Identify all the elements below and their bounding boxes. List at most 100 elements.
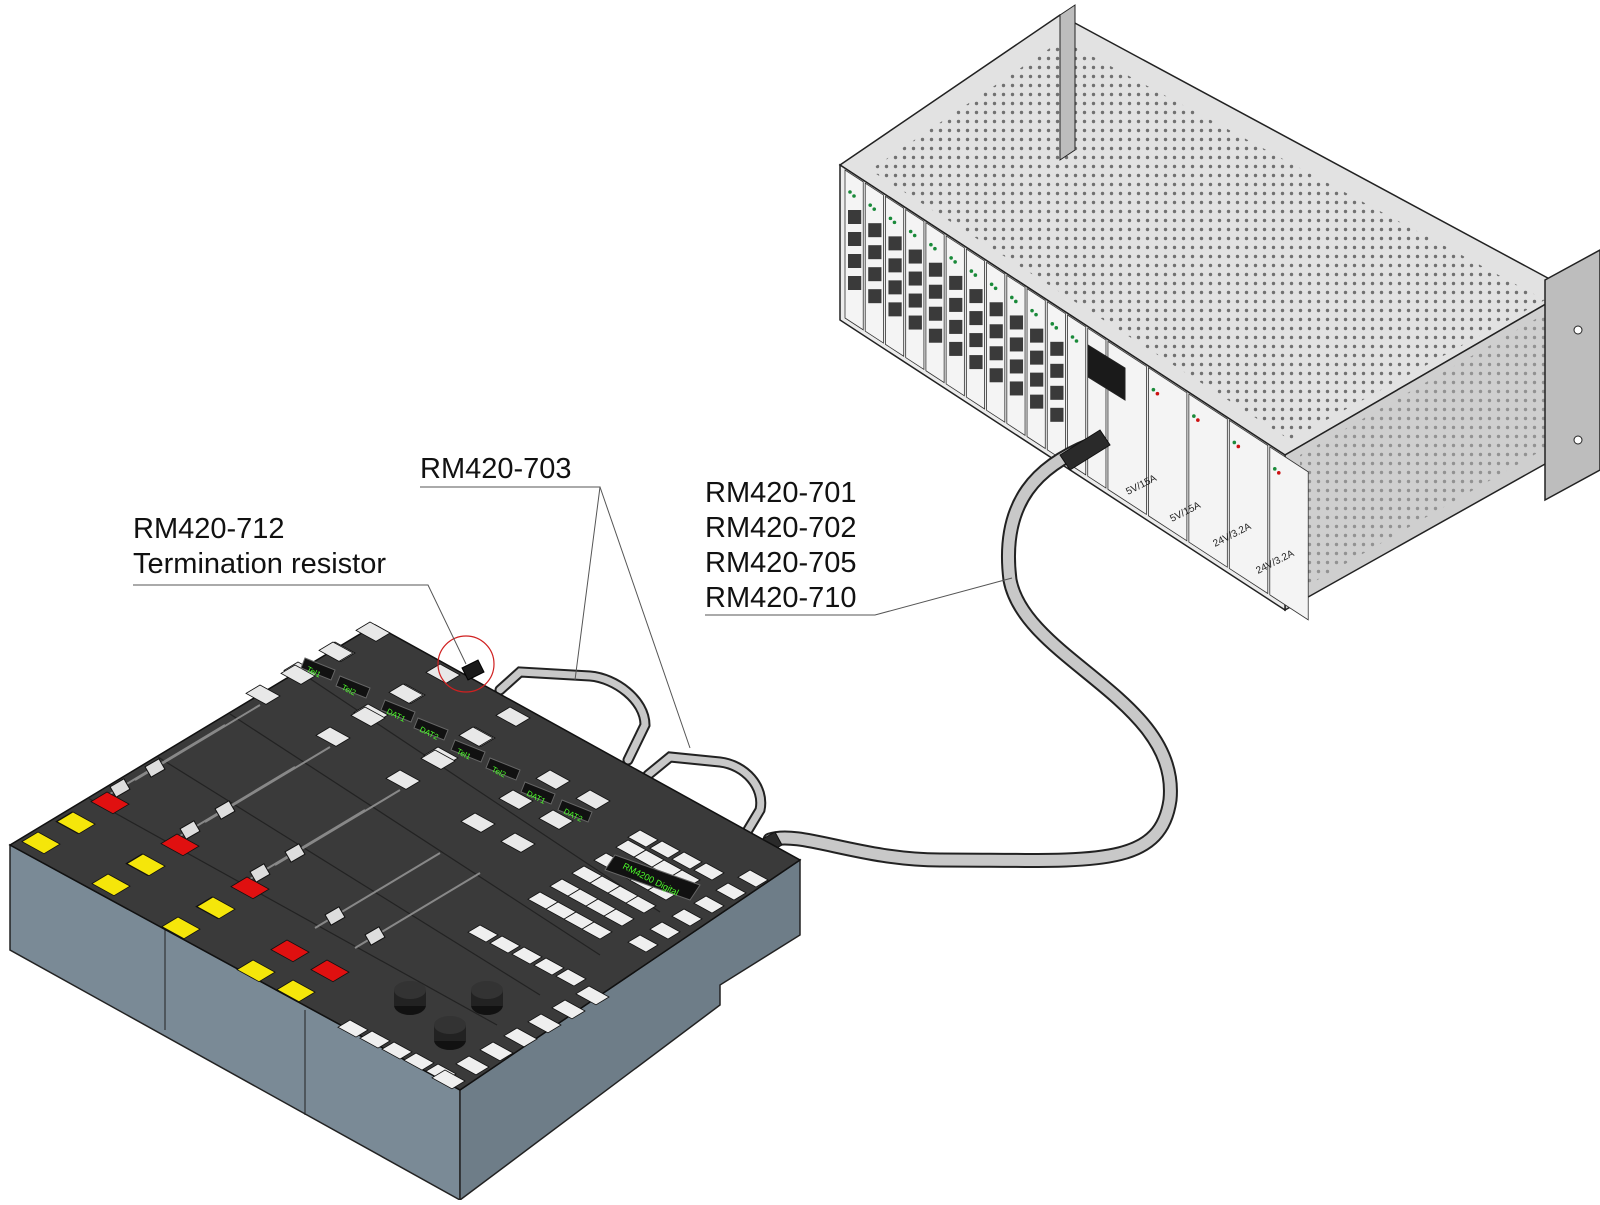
function-button[interactable] xyxy=(337,1019,369,1038)
channel-button[interactable] xyxy=(535,769,571,790)
fader-knob[interactable] xyxy=(109,778,131,798)
rj45-port xyxy=(868,289,882,304)
channel-button[interactable] xyxy=(315,726,351,747)
main-cable-label: RM420-701 xyxy=(705,477,857,509)
card-slot xyxy=(925,221,945,384)
rj45-port xyxy=(949,297,963,312)
function-button[interactable] xyxy=(431,1069,466,1090)
function-button[interactable] xyxy=(403,1052,435,1071)
fader-knob[interactable] xyxy=(249,863,271,883)
channel-button[interactable] xyxy=(385,769,421,790)
card-slot xyxy=(1006,274,1026,437)
function-button[interactable] xyxy=(737,869,769,888)
keypad-button[interactable] xyxy=(625,895,657,914)
function-button[interactable] xyxy=(467,924,499,943)
channel-button[interactable] xyxy=(318,641,354,662)
rj45-port xyxy=(1030,350,1044,365)
fader-knob[interactable] xyxy=(284,843,306,863)
function-button[interactable] xyxy=(671,908,703,927)
rj45-port xyxy=(1050,385,1064,400)
channel-button[interactable] xyxy=(245,684,281,705)
status-led xyxy=(872,207,877,211)
channel-display xyxy=(335,675,371,699)
psu-module xyxy=(1148,366,1188,542)
off-button[interactable] xyxy=(21,831,61,855)
keypad-button[interactable] xyxy=(581,921,613,940)
function-button[interactable] xyxy=(503,1027,538,1048)
on-button[interactable] xyxy=(270,939,310,963)
function-button[interactable] xyxy=(533,957,565,976)
fader-knob[interactable] xyxy=(179,820,201,840)
rack-front-ear xyxy=(1059,4,1076,161)
function-button[interactable] xyxy=(575,985,610,1006)
fader-knob[interactable] xyxy=(214,800,236,820)
function-button[interactable] xyxy=(649,921,681,940)
function-button[interactable] xyxy=(489,935,521,954)
function-button[interactable] xyxy=(649,840,681,859)
channel-display xyxy=(380,699,416,723)
channel-button[interactable] xyxy=(388,683,424,704)
channel-display xyxy=(557,799,593,823)
on-button[interactable] xyxy=(160,833,200,857)
rj45-port xyxy=(868,223,882,238)
channel-button[interactable] xyxy=(420,749,456,770)
status-led xyxy=(953,260,957,264)
channel-button[interactable] xyxy=(355,621,391,642)
rj45-port xyxy=(949,275,963,290)
on-button[interactable] xyxy=(90,791,130,815)
card-slot xyxy=(844,169,864,331)
keypad-button[interactable] xyxy=(603,908,635,927)
off-button[interactable] xyxy=(91,873,131,897)
fader-knob[interactable] xyxy=(144,758,166,778)
main-cable-label: RM420-705 xyxy=(705,547,857,579)
function-button[interactable] xyxy=(381,1041,413,1060)
fader-knob[interactable] xyxy=(364,926,386,946)
function-button[interactable] xyxy=(693,895,725,914)
function-button[interactable] xyxy=(527,1013,562,1034)
rj45-port xyxy=(989,302,1003,317)
rack-unit: 5V/15A 5V/15A 24V/3.2A 24V/3.2A xyxy=(838,4,1600,621)
function-button[interactable] xyxy=(555,968,587,987)
rack-top-perforation xyxy=(870,40,1545,440)
channel-button[interactable] xyxy=(458,726,494,747)
function-button[interactable] xyxy=(627,829,659,848)
function-button[interactable] xyxy=(693,862,725,881)
channel-button[interactable] xyxy=(575,789,611,810)
function-button[interactable] xyxy=(627,934,659,953)
main-cable-callout-line xyxy=(705,577,1013,616)
off-button[interactable] xyxy=(196,896,236,920)
rj45-port xyxy=(868,267,882,282)
on-button[interactable] xyxy=(230,876,270,900)
rj45-port xyxy=(1009,359,1024,374)
function-button[interactable] xyxy=(551,999,586,1020)
off-button[interactable] xyxy=(126,853,166,877)
link-cable-2 xyxy=(642,751,767,841)
rack-side-perforation xyxy=(1300,305,1560,590)
status-led xyxy=(1074,339,1079,343)
channel-button[interactable] xyxy=(350,706,386,727)
rj45-port xyxy=(969,355,983,370)
channel-button[interactable] xyxy=(500,832,536,853)
channel-button[interactable] xyxy=(460,812,496,833)
on-button[interactable] xyxy=(310,959,350,983)
channel-button[interactable] xyxy=(495,706,531,727)
function-button[interactable] xyxy=(715,882,747,901)
channel-button[interactable] xyxy=(280,664,316,685)
off-button[interactable] xyxy=(56,811,96,835)
fader-knob[interactable] xyxy=(324,906,346,926)
off-button[interactable] xyxy=(161,916,201,940)
function-button[interactable] xyxy=(455,1055,490,1076)
rj45-port xyxy=(848,254,862,268)
status-led xyxy=(892,220,897,225)
function-button[interactable] xyxy=(671,851,703,870)
channel-button[interactable] xyxy=(498,789,534,810)
function-button[interactable] xyxy=(359,1030,391,1049)
function-button[interactable] xyxy=(479,1041,514,1062)
off-button[interactable] xyxy=(276,979,316,1003)
channel-button[interactable] xyxy=(538,809,574,830)
function-button[interactable] xyxy=(511,946,543,965)
status-led xyxy=(933,246,937,251)
off-button[interactable] xyxy=(236,959,276,983)
